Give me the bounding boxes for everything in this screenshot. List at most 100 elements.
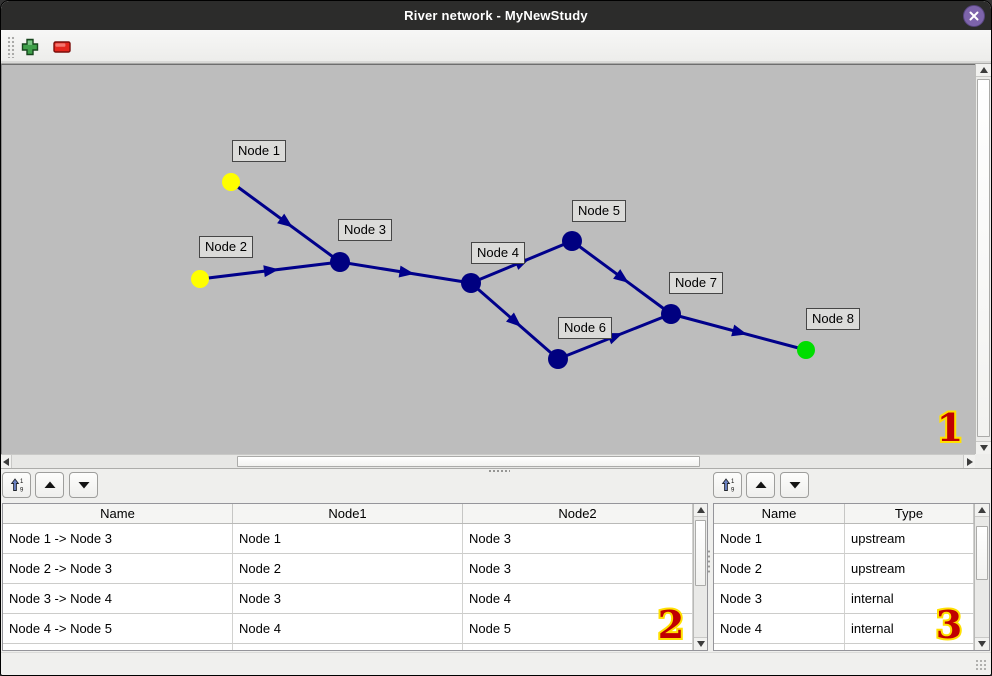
- add-button[interactable]: [21, 38, 39, 56]
- scroll-thumb[interactable]: [977, 79, 990, 437]
- river-node[interactable]: [562, 231, 582, 251]
- scroll-thumb[interactable]: [976, 526, 988, 580]
- table-cell[interactable]: Node 4: [233, 614, 463, 644]
- river-node[interactable]: [191, 270, 209, 288]
- close-button[interactable]: [963, 5, 985, 27]
- edge-arrow-icon: [398, 265, 415, 278]
- connections-table-scrollbar[interactable]: [693, 504, 707, 650]
- remove-button[interactable]: [53, 41, 71, 53]
- table-cell[interactable]: Node 1 -> Node 3: [3, 524, 233, 554]
- connections-move-up-button[interactable]: [35, 472, 64, 498]
- scroll-up-button[interactable]: [975, 504, 989, 517]
- scroll-left-button[interactable]: [1, 455, 12, 468]
- scrollbar-corner: [975, 454, 991, 468]
- nodes-move-down-button[interactable]: [780, 472, 809, 498]
- river-node[interactable]: [330, 252, 350, 272]
- table-cell[interactable]: Node 2: [714, 554, 845, 584]
- scroll-up-button[interactable]: [976, 64, 991, 77]
- table-cell[interactable]: Node 4 -> Node 5: [3, 614, 233, 644]
- river-node[interactable]: [548, 349, 568, 369]
- table-cell[interactable]: [714, 644, 845, 650]
- scroll-thumb[interactable]: [237, 456, 700, 467]
- river-node[interactable]: [461, 273, 481, 293]
- table-cell[interactable]: [3, 644, 233, 650]
- scroll-down-button[interactable]: [694, 637, 707, 650]
- svg-text:1: 1: [731, 479, 735, 485]
- table-cell[interactable]: [233, 644, 463, 650]
- table-cell[interactable]: internal: [845, 584, 974, 614]
- node-label[interactable]: Node 3: [338, 219, 392, 241]
- canvas-vertical-scrollbar[interactable]: [975, 64, 991, 454]
- table-cell[interactable]: Node 1: [714, 524, 845, 554]
- scroll-down-button[interactable]: [976, 441, 991, 454]
- nodes-move-up-button[interactable]: [746, 472, 775, 498]
- node-label[interactable]: Node 1: [232, 140, 286, 162]
- node-label[interactable]: Node 4: [471, 242, 525, 264]
- scroll-down-button[interactable]: [975, 637, 989, 650]
- splitter-handle[interactable]: [488, 469, 510, 473]
- table-cell[interactable]: Node 4: [463, 584, 693, 614]
- table-cell[interactable]: Node 3: [233, 584, 463, 614]
- column-header-name[interactable]: Name: [714, 504, 845, 523]
- table-cell[interactable]: Node 3 -> Node 4: [3, 584, 233, 614]
- node-label[interactable]: Node 8: [806, 308, 860, 330]
- plus-icon: [21, 38, 39, 56]
- table-row[interactable]: [3, 644, 693, 650]
- close-icon: [969, 11, 979, 21]
- table-cell[interactable]: internal: [845, 614, 974, 644]
- river-node[interactable]: [661, 304, 681, 324]
- nodes-table-scrollbar[interactable]: [974, 504, 989, 650]
- table-row[interactable]: [714, 644, 974, 650]
- titlebar[interactable]: River network - MyNewStudy: [1, 1, 991, 30]
- nodes-table-header: Name Type: [714, 504, 974, 524]
- node-label[interactable]: Node 5: [572, 200, 626, 222]
- table-cell[interactable]: Node 3: [463, 524, 693, 554]
- column-header-node2[interactable]: Node2: [463, 504, 693, 523]
- node-label[interactable]: Node 2: [199, 236, 253, 258]
- edge-arrow-icon: [263, 265, 279, 278]
- table-cell[interactable]: Node 3: [714, 584, 845, 614]
- table-cell[interactable]: upstream: [845, 524, 974, 554]
- river-node[interactable]: [797, 341, 815, 359]
- svg-text:1: 1: [20, 479, 24, 485]
- horizontal-splitter[interactable]: [1, 468, 991, 473]
- column-header-type[interactable]: Type: [845, 504, 974, 523]
- svg-text:9: 9: [731, 488, 735, 493]
- scroll-up-button[interactable]: [694, 504, 707, 517]
- column-header-node1[interactable]: Node1: [233, 504, 463, 523]
- node-label[interactable]: Node 6: [558, 317, 612, 339]
- river-network-canvas[interactable]: Node 1 Node 2 Node 3 Node 4 Node 5 Node 6 Node…: [1, 64, 975, 454]
- nodes-sort-button[interactable]: 1 9: [713, 472, 742, 498]
- column-header-name[interactable]: Name: [3, 504, 233, 523]
- connections-sort-button[interactable]: 1 9: [2, 472, 31, 498]
- connections-move-down-button[interactable]: [69, 472, 98, 498]
- triangle-down-icon: [696, 641, 705, 647]
- table-cell[interactable]: upstream: [845, 554, 974, 584]
- table-cell[interactable]: Node 3: [463, 554, 693, 584]
- scroll-thumb[interactable]: [695, 520, 706, 586]
- node-label[interactable]: Node 7: [669, 272, 723, 294]
- table-cell[interactable]: [845, 644, 974, 650]
- toolbar-drag-handle[interactable]: [7, 36, 15, 58]
- table-cell[interactable]: Node 5: [463, 614, 693, 644]
- table-cell[interactable]: [463, 644, 693, 650]
- river-node[interactable]: [222, 173, 240, 191]
- table-cell[interactable]: Node 4: [714, 614, 845, 644]
- resize-grip[interactable]: [975, 659, 988, 672]
- triangle-down-icon: [78, 482, 89, 489]
- vertical-splitter-handle[interactable]: [707, 549, 712, 575]
- scroll-right-button[interactable]: [963, 455, 975, 468]
- canvas-horizontal-scrollbar[interactable]: [1, 454, 975, 468]
- table-cell[interactable]: Node 2: [233, 554, 463, 584]
- table-cell[interactable]: Node 2 -> Node 3: [3, 554, 233, 584]
- table-cell[interactable]: Node 1: [233, 524, 463, 554]
